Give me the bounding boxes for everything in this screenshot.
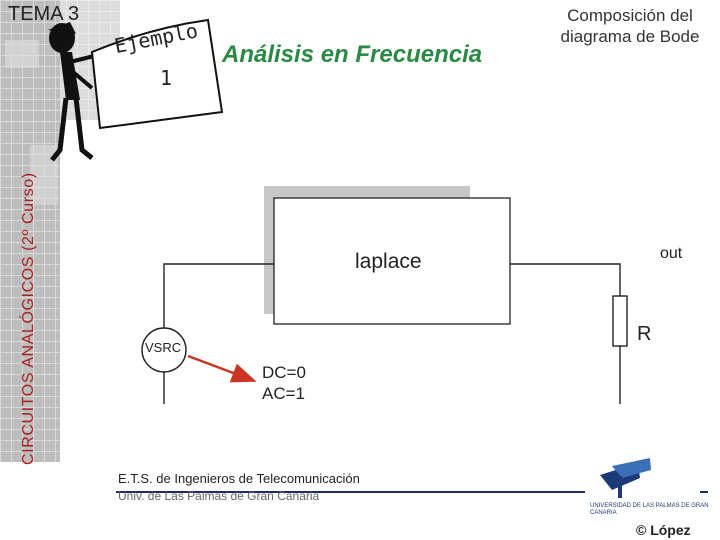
- course-title-vertical: CIRCUITOS ANALÓGICOS (2º Curso): [20, 172, 37, 465]
- circuit-wires: [163, 263, 621, 404]
- block-label: laplace: [355, 250, 422, 273]
- source-label: VSRC: [145, 340, 182, 355]
- logo-caption: UNIVERSIDAD DE LAS PALMAS DE GRAN CANARI…: [590, 503, 709, 516]
- author-credit: © López: [636, 522, 691, 538]
- university-logo-icon: [600, 458, 651, 498]
- output-node-label: out: [660, 245, 683, 262]
- sign-board: [90, 18, 224, 130]
- cartoon-figure-icon: [48, 22, 99, 162]
- main-title: Análisis en Frecuencia: [222, 41, 483, 68]
- source-params: DC=0 AC=1: [262, 363, 306, 403]
- footer-school: E.T.S. de Ingenieros de Telecomunicación: [118, 471, 360, 486]
- footer-university: Univ. de Las Palmas de Gran Canaria: [118, 489, 320, 503]
- sign-number: 1: [160, 66, 173, 90]
- parameter-arrow: [187, 354, 257, 383]
- resistor-symbol: [612, 295, 628, 347]
- resistor-label: R: [637, 323, 652, 345]
- slide-title: Composición del diagrama de Bode: [560, 6, 700, 46]
- tema-label: TEMA 3: [8, 3, 80, 25]
- vsrc-symbol: [141, 327, 187, 373]
- laplace-block: [264, 186, 511, 325]
